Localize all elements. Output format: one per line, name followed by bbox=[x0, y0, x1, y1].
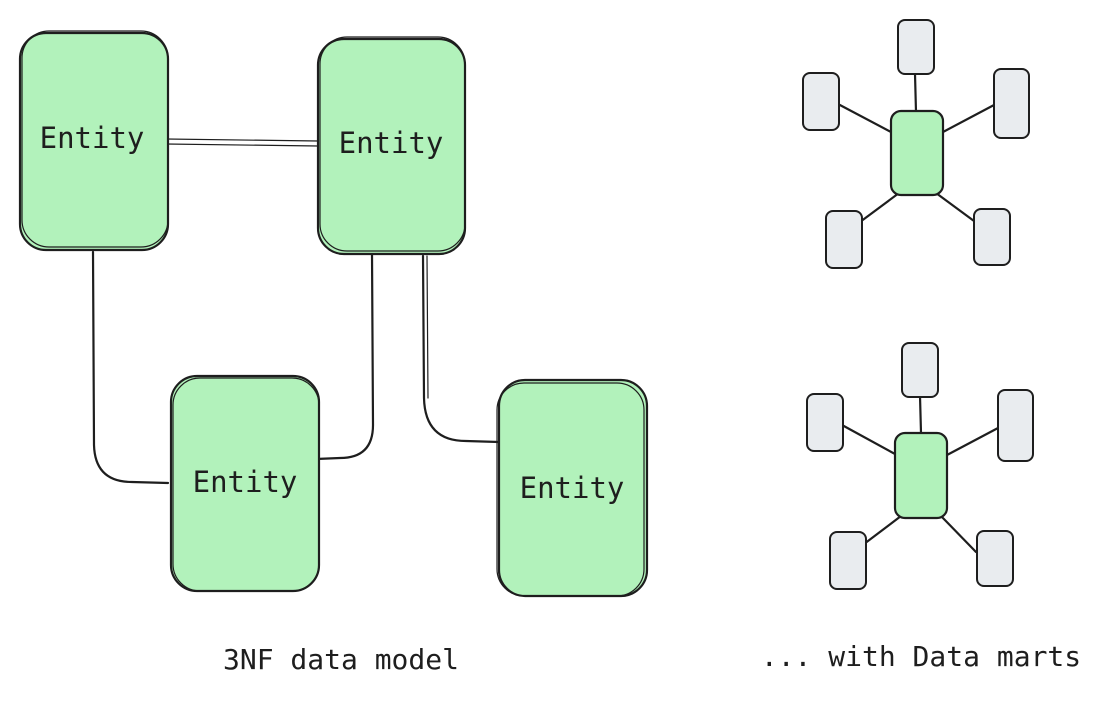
mart-top-link-upper-left bbox=[836, 102, 893, 134]
mart-top-link-up bbox=[913, 72, 918, 114]
mart-bottom-link-upper-right bbox=[945, 426, 1000, 457]
entity-bottom-left: Entity bbox=[169, 374, 321, 593]
mart-bottom-link-up bbox=[918, 394, 923, 435]
mart-top-fact-table bbox=[889, 109, 945, 197]
mart-top-link-lower-left bbox=[858, 191, 901, 224]
mart-top-dimension-left bbox=[802, 72, 840, 131]
mart-bottom-fact-table bbox=[893, 431, 949, 520]
entity-top-left-sketch bbox=[21, 30, 169, 248]
connector-left-to-bottom-left bbox=[91, 250, 170, 485]
caption-data-marts: ... with Data marts bbox=[761, 640, 1081, 673]
entity-bottom-right-label: Entity bbox=[520, 471, 625, 505]
entity-bottom-left-sketch bbox=[172, 377, 320, 592]
mart-bottom-link-lower-left bbox=[862, 514, 903, 546]
entity-bottom-right-sketch bbox=[496, 382, 645, 597]
mart-top-dimension-right bbox=[993, 68, 1030, 139]
mart-bottom-dimension-right bbox=[997, 389, 1034, 462]
connector-top-entities-b bbox=[165, 143, 319, 147]
data-mart-bottom bbox=[806, 342, 1034, 590]
mart-bottom-dimension-lower-left bbox=[829, 531, 867, 590]
mart-top-dimension-lower-left bbox=[825, 210, 863, 269]
entity-top-right-sketch bbox=[319, 36, 466, 252]
mart-bottom-link-upper-left bbox=[840, 423, 897, 456]
mart-top-link-upper-right bbox=[941, 103, 996, 134]
mart-bottom-link-lower-right bbox=[939, 514, 978, 554]
connector-right-to-bottom-left bbox=[314, 251, 375, 461]
connector-right-to-bottom-right-sketch bbox=[426, 255, 429, 399]
mart-bottom-dimension-lower-right bbox=[976, 530, 1014, 587]
mart-bottom-dimension-left bbox=[806, 393, 844, 452]
entity-bottom-left-label: Entity bbox=[193, 465, 298, 499]
entity-bottom-right: Entity bbox=[496, 378, 649, 598]
entity-top-left: Entity bbox=[18, 30, 170, 252]
connector-right-to-bottom-right bbox=[421, 254, 501, 444]
entity-top-left-label: Entity bbox=[40, 121, 145, 155]
mart-top-link-lower-right bbox=[934, 191, 976, 223]
mart-top-dimension-top bbox=[897, 19, 935, 75]
entity-connectors bbox=[91, 138, 501, 485]
connector-top-entities-a bbox=[165, 138, 319, 142]
entity-top-right: Entity bbox=[316, 36, 467, 256]
entity-top-right-label: Entity bbox=[339, 126, 444, 160]
data-mart-top bbox=[802, 19, 1030, 269]
caption-3nf-model: 3NF data model bbox=[223, 643, 459, 676]
mart-bottom-dimension-top bbox=[901, 342, 939, 398]
mart-top-dimension-lower-right bbox=[973, 208, 1011, 266]
